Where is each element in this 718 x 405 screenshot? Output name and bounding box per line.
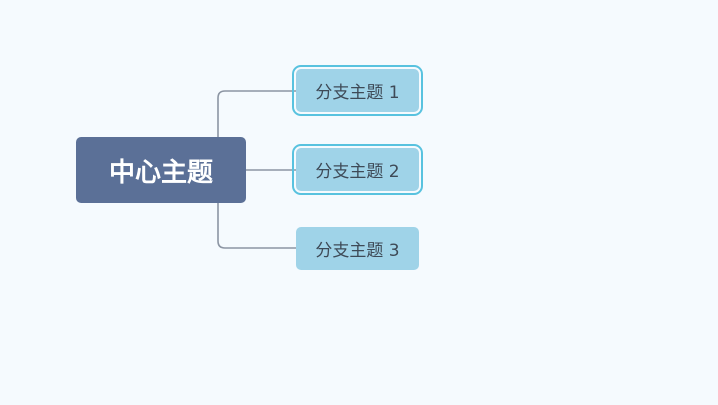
connector-branch-3 (217, 203, 296, 249)
connector-branch-1 (217, 90, 296, 137)
branch-topic-2[interactable]: 分支主题 2 (292, 144, 423, 195)
central-topic[interactable]: 中心主题 (76, 137, 246, 203)
branch-topic-1[interactable]: 分支主题 1 (292, 65, 423, 116)
branch-topic-3[interactable]: 分支主题 3 (296, 227, 419, 270)
